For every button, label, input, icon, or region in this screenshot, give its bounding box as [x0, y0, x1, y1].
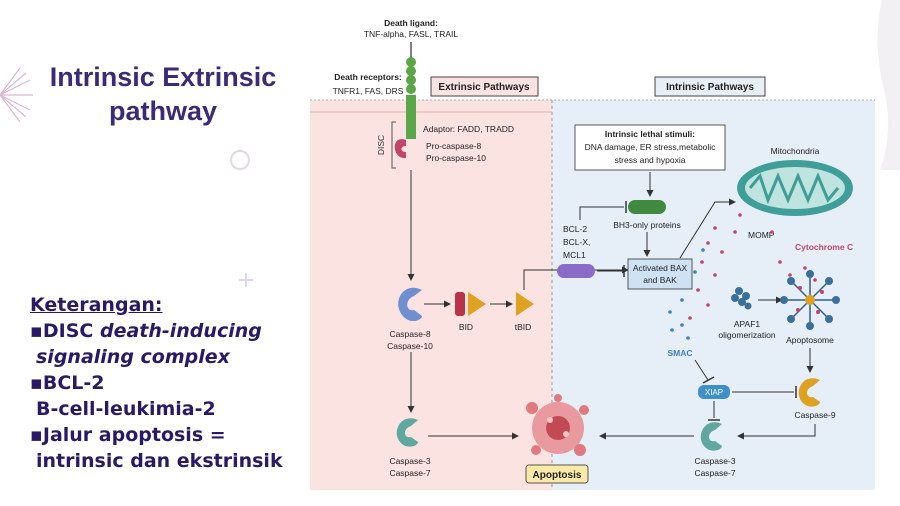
- xiap-icon: [698, 385, 730, 399]
- apoptosome-label: Apoptosome: [786, 335, 834, 345]
- bid-icon: [455, 292, 465, 316]
- arrow-bax-mito: [679, 198, 736, 259]
- stimuli-box: [574, 124, 726, 171]
- bid-triangle-icon: [468, 292, 486, 316]
- apoptotic-cell-icon: [526, 394, 589, 456]
- caspase3-right-label: Caspase-3: [694, 456, 735, 466]
- caspase8-icon: [398, 287, 422, 322]
- tbid-label: tBID: [515, 322, 532, 332]
- mitochondria-label: Mitochondria: [771, 146, 820, 156]
- extrinsic-header: Extrinsic Pathways: [438, 82, 530, 93]
- caspase9-label: Caspase-9: [794, 410, 835, 420]
- apoptosome-icon: [780, 270, 840, 330]
- cross-decoration: [239, 273, 253, 287]
- bax-label-1: Activated BAX: [633, 263, 688, 273]
- apaf1-label-2: oligomerization: [718, 330, 775, 340]
- bax-label-2: and BAK: [643, 275, 677, 285]
- death-receptors-list: TNFR1, FAS, DRS: [333, 86, 404, 96]
- caspase3-left-icon: [396, 418, 418, 447]
- tbid-icon: [516, 292, 534, 316]
- death-ligand-title: Death ligand:: [384, 18, 438, 28]
- notes-heading: Keterangan:: [30, 294, 163, 316]
- apoptosis-box: [525, 464, 589, 484]
- bcl2-icon: [557, 264, 595, 278]
- notes-block: Keterangan: ▪DISC death-inducing signali…: [30, 292, 305, 474]
- procaspase-icon: [394, 139, 406, 159]
- apoptosis-pathway-diagram: Death ligand: TNF-alpha, FASL, TRAIL Dea…: [310, 18, 875, 490]
- caspase10-label: Caspase-10: [387, 341, 433, 351]
- note-disc-bullet: ▪DISC: [30, 320, 100, 342]
- mcl1-label: MCL1: [563, 250, 586, 260]
- intrinsic-header-box: [654, 76, 766, 97]
- adaptor-icon: [406, 125, 416, 139]
- apaf1-label-1: APAF1: [734, 319, 761, 329]
- adaptor-label: Adaptor: FADD, TRADD: [423, 124, 514, 134]
- circle-outline-decoration: [230, 150, 250, 170]
- note-pathway-line2: intrinsic dan ekstrinsik: [36, 450, 283, 472]
- inhibit-bar-smac: [702, 376, 715, 384]
- disc-label: DISC: [376, 135, 386, 155]
- inhibit-bcl2-bh3: [579, 206, 624, 220]
- note-bcl2: ▪BCL-2: [30, 370, 305, 396]
- smac-label: SMAC: [667, 348, 692, 358]
- apoptosis-label: Apoptosis: [533, 470, 582, 481]
- cytochrome-dots: [688, 213, 817, 320]
- bh3-label: BH3-only proteins: [613, 220, 681, 230]
- bax-box: [627, 258, 693, 290]
- intrinsic-header: Intrinsic Pathways: [666, 82, 754, 93]
- apaf1-icon: [731, 287, 752, 310]
- death-ligand-list: TNF-alpha, FASL, TRAIL: [364, 29, 459, 39]
- caspase3-left-label: Caspase-3: [389, 456, 430, 466]
- caspase7-right-label: Caspase-7: [694, 468, 735, 478]
- note-disc: ▪DISC death-inducing: [30, 318, 305, 344]
- procaspase10-label: Pro-caspase-10: [426, 153, 486, 163]
- death-receptors-title: Death receptors:: [334, 72, 402, 82]
- arrow-smac-xiap: [694, 359, 709, 381]
- note-bcl2-bullet: ▪BCL-2: [30, 372, 105, 394]
- note-disc-term: death-inducing: [99, 320, 262, 342]
- caspase7-left-label: Caspase-7: [389, 468, 430, 478]
- death-receptor-icon: [406, 42, 416, 125]
- note-disc-term2: signaling complex: [36, 346, 230, 368]
- slide-title: Intrinsic Extrinsic pathway: [49, 62, 277, 126]
- corner-blob-decoration: [877, 0, 900, 170]
- note-pathway-line1: ▪Jalur apoptosis =: [30, 424, 226, 446]
- caspase3-right-icon: [700, 422, 722, 451]
- stimuli-title: Intrinsic lethal stimuli:: [605, 129, 695, 139]
- bcl2-label: BCL-2: [563, 224, 587, 234]
- mitochondria-icon: [737, 160, 853, 216]
- xiap-label: XIAP: [705, 388, 723, 397]
- caspase9-icon: [798, 378, 820, 407]
- extrinsic-header-box: [430, 76, 539, 97]
- disc-bracket: [391, 121, 396, 169]
- extrinsic-background: [310, 100, 552, 490]
- cytochrome-c-label: Cytochrome C: [795, 242, 853, 252]
- stimuli-line1: DNA damage, ER stress,metabolic: [585, 142, 717, 152]
- arrow-caspase9-caspase3: [737, 424, 816, 440]
- stimuli-line2: stress and hypoxia: [615, 155, 686, 165]
- starburst-decoration: [0, 67, 33, 123]
- bclx-label: BCL-X,: [563, 237, 590, 247]
- momp-label: MOMP: [748, 230, 775, 240]
- note-bcl2-term: B-cell-leukimia-2: [36, 398, 216, 420]
- bh3-icon: [628, 200, 666, 214]
- procaspase8-label: Pro-caspase-8: [426, 141, 482, 151]
- caspase8-label: Caspase-8: [389, 329, 430, 339]
- smac-dots: [668, 248, 705, 340]
- bid-label: BID: [459, 322, 473, 332]
